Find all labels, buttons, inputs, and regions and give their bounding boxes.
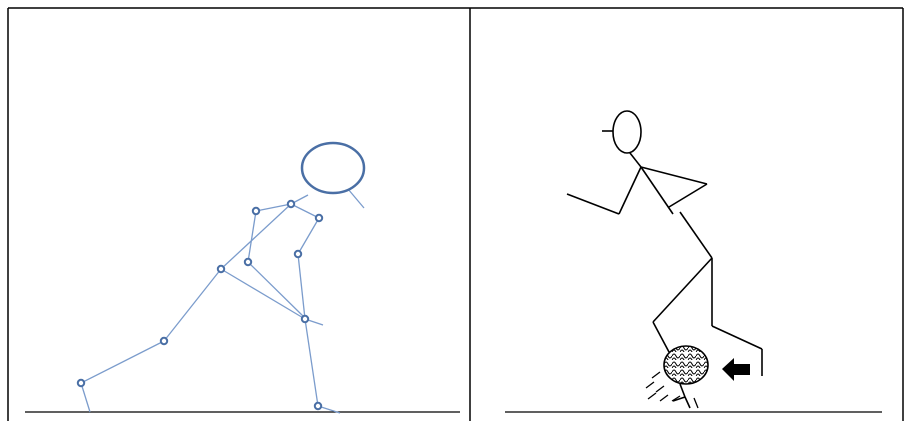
skeleton-head [300, 141, 366, 195]
stick-neck [629, 152, 642, 168]
joint-left-elbow [293, 249, 303, 259]
motion-lines [645, 371, 699, 409]
stick-back-forearm [566, 193, 620, 215]
stick-shin-right [711, 325, 763, 350]
right-panel [505, 110, 882, 413]
joint-neck [286, 199, 296, 209]
stick-torso-lower [679, 211, 713, 259]
stick-back-upper-arm [618, 166, 642, 215]
stick-figure [566, 110, 763, 376]
left-panel [25, 141, 460, 414]
joint-right-shoulder [251, 206, 261, 216]
soccer-ball [663, 345, 709, 385]
joint-back-knee [159, 336, 169, 346]
skeleton-joints [76, 199, 324, 411]
joint-front-hip [300, 314, 310, 324]
stick-thigh-left [652, 257, 713, 323]
stick-front-forearm [668, 183, 708, 208]
stick-foot-below-ball [672, 383, 691, 409]
joint-left-shoulder [314, 213, 324, 223]
stick-shin-left [652, 321, 670, 353]
skeleton-limbs [80, 188, 365, 414]
panel-borders [7, 7, 904, 421]
stick-front-upper-arm [640, 166, 708, 185]
joint-front-ankle [313, 401, 323, 411]
arrow-left-icon [722, 358, 750, 381]
stick-head [612, 110, 642, 154]
stick-torso-upper [640, 166, 674, 215]
joint-back-ankle [76, 378, 86, 388]
joint-right-elbow [243, 257, 253, 267]
joint-back-hip [216, 264, 226, 274]
